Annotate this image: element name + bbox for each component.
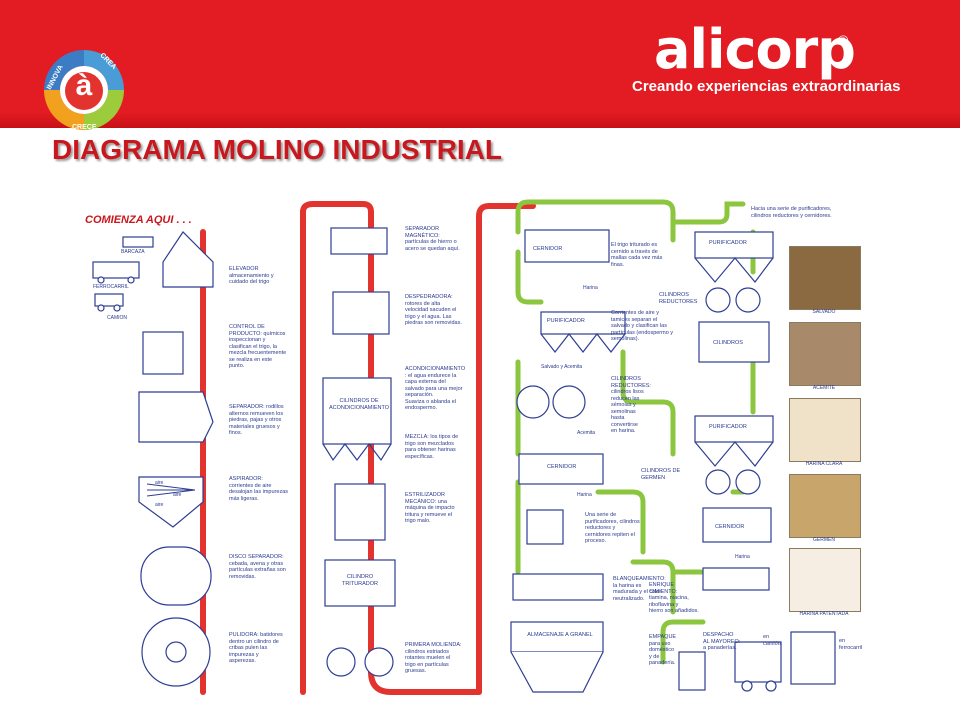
shorts-label: Acemita [577,430,596,436]
diagram-artwork [92,199,836,695]
purifiers-note: Hacia una serie de purificadores, cilind… [751,206,832,219]
conditioning-rolls-label: CILINDROS DE ACONDICIONAMIENTO [328,398,390,411]
step-scourer: PULIDORA: batidores dentro un cilindro d… [229,632,283,664]
railway-label: FERROCARRIL [93,284,129,290]
air-label: aire [155,502,164,508]
step-destoner: DESPEDRADORA: rotores de alta velocidad … [405,294,462,326]
step-elevator: ELEVADOR almacenamiento y cuidado del tr… [229,266,274,285]
break-roll-label: CILINDRO TRITURADOR [341,574,379,587]
step-first-break: PRIMERA MOLIENDA: cilindros estriados ro… [405,642,462,674]
red-pipes [200,201,536,695]
step-conditioning: ACONDICIONAMIENTO : el agua endurece la … [405,366,466,411]
product-patent-flour-label: HARINA PATENTADA [799,611,849,617]
step-separator: SEPARADOR: rodillos alternos remueven lo… [229,404,284,436]
bran-swatch [789,246,861,310]
rail-transport-label: en ferrocarril [839,638,863,651]
sifter-label: CERNIDOR [715,524,745,530]
product-clear-flour-label: HARINA CLARA [805,461,843,467]
purifier-label: PURIFICADOR [709,240,747,246]
start-label: COMIENZA AQUI . . . [85,214,192,226]
flour-label: Harina [583,285,598,291]
barge-label: BARCAZA [121,249,145,255]
air-label: aire [155,480,164,486]
reduction-rolls-label: CILINDROS REDUCTORES [659,292,698,305]
truck-label: CAMION [107,315,127,321]
germ-swatch [789,474,861,538]
patent-flour-swatch [789,548,861,612]
header-shade [0,112,960,128]
step-aspirator: ASPIRADOR: corrientes de aire desalojan … [229,476,289,502]
clear-flour-swatch [789,398,861,462]
step-product-control: CONTROL DE PRODUCTO: químicos inspeccion… [229,324,287,369]
col2-equipment [322,227,396,677]
product-shorts-label: ACEMITE [812,385,836,391]
step-enrichment: ENRIQUE CIMIENTO: tiamina, niacina, ribo… [649,582,699,614]
air-label: aire [173,492,182,498]
bran-shorts-label: Salvado y Acemita [541,364,583,370]
step-packing: EMPAQUE para uso doméstico y de panaderí… [649,634,677,666]
badge-word-crece: CRECE [72,124,97,131]
step-sifting: El trigo triturado es cernido a través d… [611,242,663,268]
brand-tagline: Creando experiencias extraordinarias [632,78,901,95]
badge-letter: à [75,69,93,102]
rolls-label: CILINDROS [713,340,743,346]
brand-name: alicorp [654,18,856,81]
col1-equipment [92,231,214,687]
step-bulk-dispatch: DESPACHO AL MAYOREO: a panaderías. [703,632,741,651]
step-magnetic-separator: SEPARADOR MAGNÉTICO: partículas de hierr… [405,226,460,252]
step-repeat-process: Una serie de purificadores, cilindros re… [585,512,640,544]
purifier-label: PURIFICADOR [709,424,747,430]
air-arrows [146,483,196,497]
product-germ-label: GERMEN [813,537,835,543]
step-purifying: Corrientes de aire y tamices separan el … [611,310,674,342]
germ-rolls-label: CILINDROS DE GERMEN [641,468,681,481]
step-disc-separator: DISCO SEPARADOR: cebada, avena y otras p… [229,554,286,580]
page-title: DIAGRAMA MOLINO INDUSTRIAL [52,134,503,165]
col4-equipment [678,231,836,692]
brand-registered-mark: ® [838,32,849,48]
sifter-label: CERNIDOR [547,464,577,470]
step-reduction-rolls: CILINDROS REDUCTORES: cilindros lisos re… [611,376,651,434]
step-bleaching: BLANQUEAMIENTO: la harina es madurada y … [613,576,666,602]
sifter-label: CERNIDOR [533,246,563,252]
step-entoleter: ESTRILIZADOR MECÁNICO: una máquina de im… [405,492,455,524]
col3-equipment [510,229,626,693]
purifier-label: PURIFICADOR [547,318,585,324]
badge-icon [44,50,124,130]
innova-crea-crece-badge: à INNOVA CREA CRECE [38,44,130,136]
mill-flow-diagram: COMIENZA AQUI . . . BARCAZA FERROCARRIL … [63,192,896,698]
flour-label: Harina [577,492,592,498]
flour-label: Harina [735,554,750,560]
product-bran-label: SALVADO [812,309,836,315]
bulk-storage-label: ALMACENAJE A GRANEL [527,632,593,638]
step-blending: MEZCLA: los tipos de trigo son mezclados… [405,434,459,460]
alicorp-logo: alicorp ® Creando experiencias extraordi… [632,14,900,104]
truck-transport-label: en camión [763,634,781,647]
shorts-swatch [789,322,861,386]
header-bar [0,0,960,128]
